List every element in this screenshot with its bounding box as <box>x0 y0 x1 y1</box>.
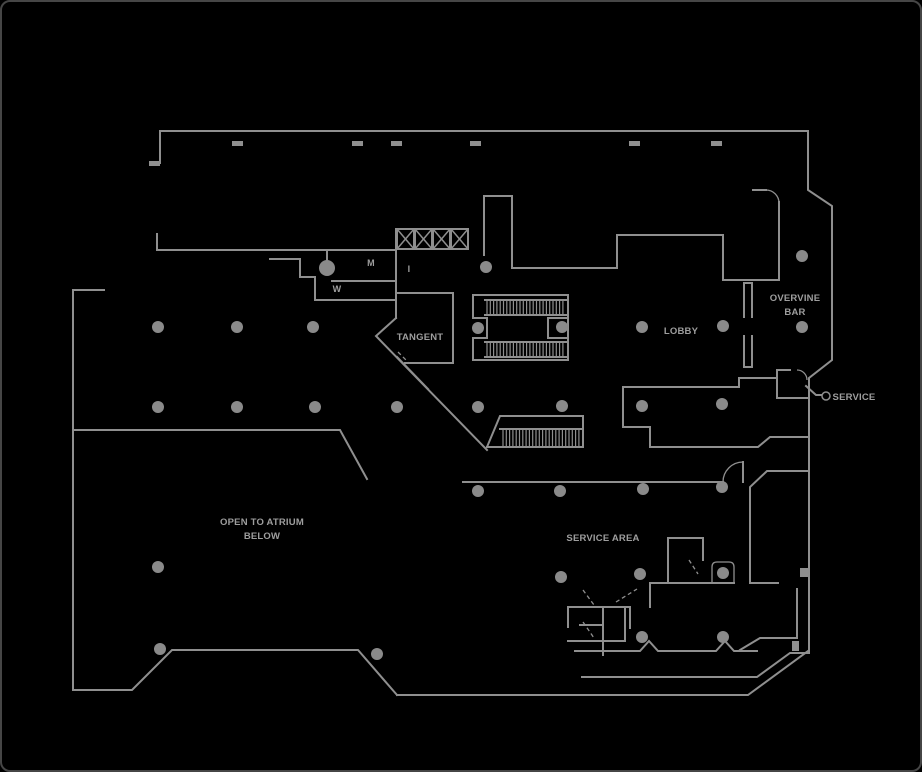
door-swing-dashed <box>397 351 409 363</box>
wall-segment <box>72 429 369 481</box>
column-marker <box>231 321 243 333</box>
column-grid-tick <box>470 141 481 146</box>
wall-segment <box>804 384 822 396</box>
room-label-womens-room: W <box>333 284 342 294</box>
column-grid-tick <box>629 141 640 146</box>
door-swing-dashed <box>582 621 595 639</box>
column-marker <box>637 483 649 495</box>
wall-segment <box>72 289 399 697</box>
wall-segment <box>667 537 704 584</box>
column-marker <box>371 648 383 660</box>
room-label-open-atrium-line2: BELOW <box>244 531 280 542</box>
column-marker <box>634 568 646 580</box>
wall-segment <box>649 582 735 608</box>
column-marker <box>636 400 648 412</box>
column-marker <box>480 261 492 273</box>
column-marker <box>152 321 164 333</box>
door-arc <box>722 461 744 483</box>
door-swing-dashed <box>688 559 699 575</box>
column-marker <box>391 401 403 413</box>
column-marker <box>472 322 484 334</box>
room-label-overvine-bar-line2: BAR <box>784 307 805 318</box>
column-marker <box>554 485 566 497</box>
wall-segment <box>622 377 810 448</box>
wall-segment <box>269 258 397 301</box>
column-marker <box>796 250 808 262</box>
column-grid-tick <box>711 141 722 146</box>
column-grid-tick <box>232 141 243 146</box>
wall-detail-square <box>800 568 809 577</box>
column-marker <box>555 571 567 583</box>
wall-segment <box>472 317 488 339</box>
wall-segment <box>395 292 454 364</box>
room-label-open-atrium-line1: OPEN TO ATRIUM <box>220 517 304 528</box>
wall-segment <box>485 415 584 449</box>
elevator-x-icon <box>432 228 451 250</box>
room-label-mens-room: M <box>367 258 375 268</box>
room-label-elevator-mark: I <box>408 264 411 274</box>
column-marker <box>636 631 648 643</box>
door-arc <box>765 189 780 204</box>
wall-segment <box>749 470 810 584</box>
service-keynote-circle <box>821 391 831 401</box>
wall-segment <box>738 588 798 652</box>
room-label-lobby: LOBBY <box>664 326 699 337</box>
wall-segment <box>472 294 569 361</box>
room-label-service-area: SERVICE AREA <box>566 533 639 544</box>
elevator-x-icon <box>414 228 433 250</box>
column-marker <box>717 631 729 643</box>
column-marker <box>717 567 729 579</box>
column-marker <box>796 321 808 333</box>
door-arc <box>796 369 808 381</box>
elevator-x-icon <box>450 228 469 250</box>
wall-segment <box>574 639 758 652</box>
wall-segment <box>159 130 833 654</box>
column-marker <box>717 320 729 332</box>
column-grid-tick <box>352 141 363 146</box>
column-marker <box>472 401 484 413</box>
column-marker <box>319 260 335 276</box>
wall-segment <box>395 355 430 391</box>
column-marker <box>152 401 164 413</box>
wall-segment <box>776 369 810 399</box>
column-marker <box>231 401 243 413</box>
column-marker <box>307 321 319 333</box>
wall-segment <box>156 233 397 251</box>
door-arc <box>711 561 735 583</box>
column-marker <box>472 485 484 497</box>
wall-segment <box>483 195 780 281</box>
door-swing-dashed <box>615 588 638 603</box>
wall-segment <box>581 652 808 678</box>
column-marker <box>556 400 568 412</box>
wall-segment <box>374 316 489 452</box>
wall-segment <box>567 606 631 629</box>
column-marker <box>152 561 164 573</box>
door-swing-dashed <box>582 589 595 606</box>
column-marker <box>309 401 321 413</box>
column-grid-tick <box>149 161 160 166</box>
column-marker <box>716 481 728 493</box>
room-label-overvine-bar-line1: OVERVINE <box>770 293 821 304</box>
elevator-shaft-icon <box>450 228 469 250</box>
room-label-tangent: TANGENT <box>397 332 444 343</box>
column-grid-tick <box>391 141 402 146</box>
column-marker <box>154 643 166 655</box>
column-marker <box>556 321 568 333</box>
column-marker <box>716 398 728 410</box>
column-marker <box>636 321 648 333</box>
wall-segment <box>396 649 810 696</box>
wall-detail-square <box>792 641 799 651</box>
room-label-service-note: SERVICE <box>833 392 876 403</box>
elevator-x-icon <box>396 228 415 250</box>
